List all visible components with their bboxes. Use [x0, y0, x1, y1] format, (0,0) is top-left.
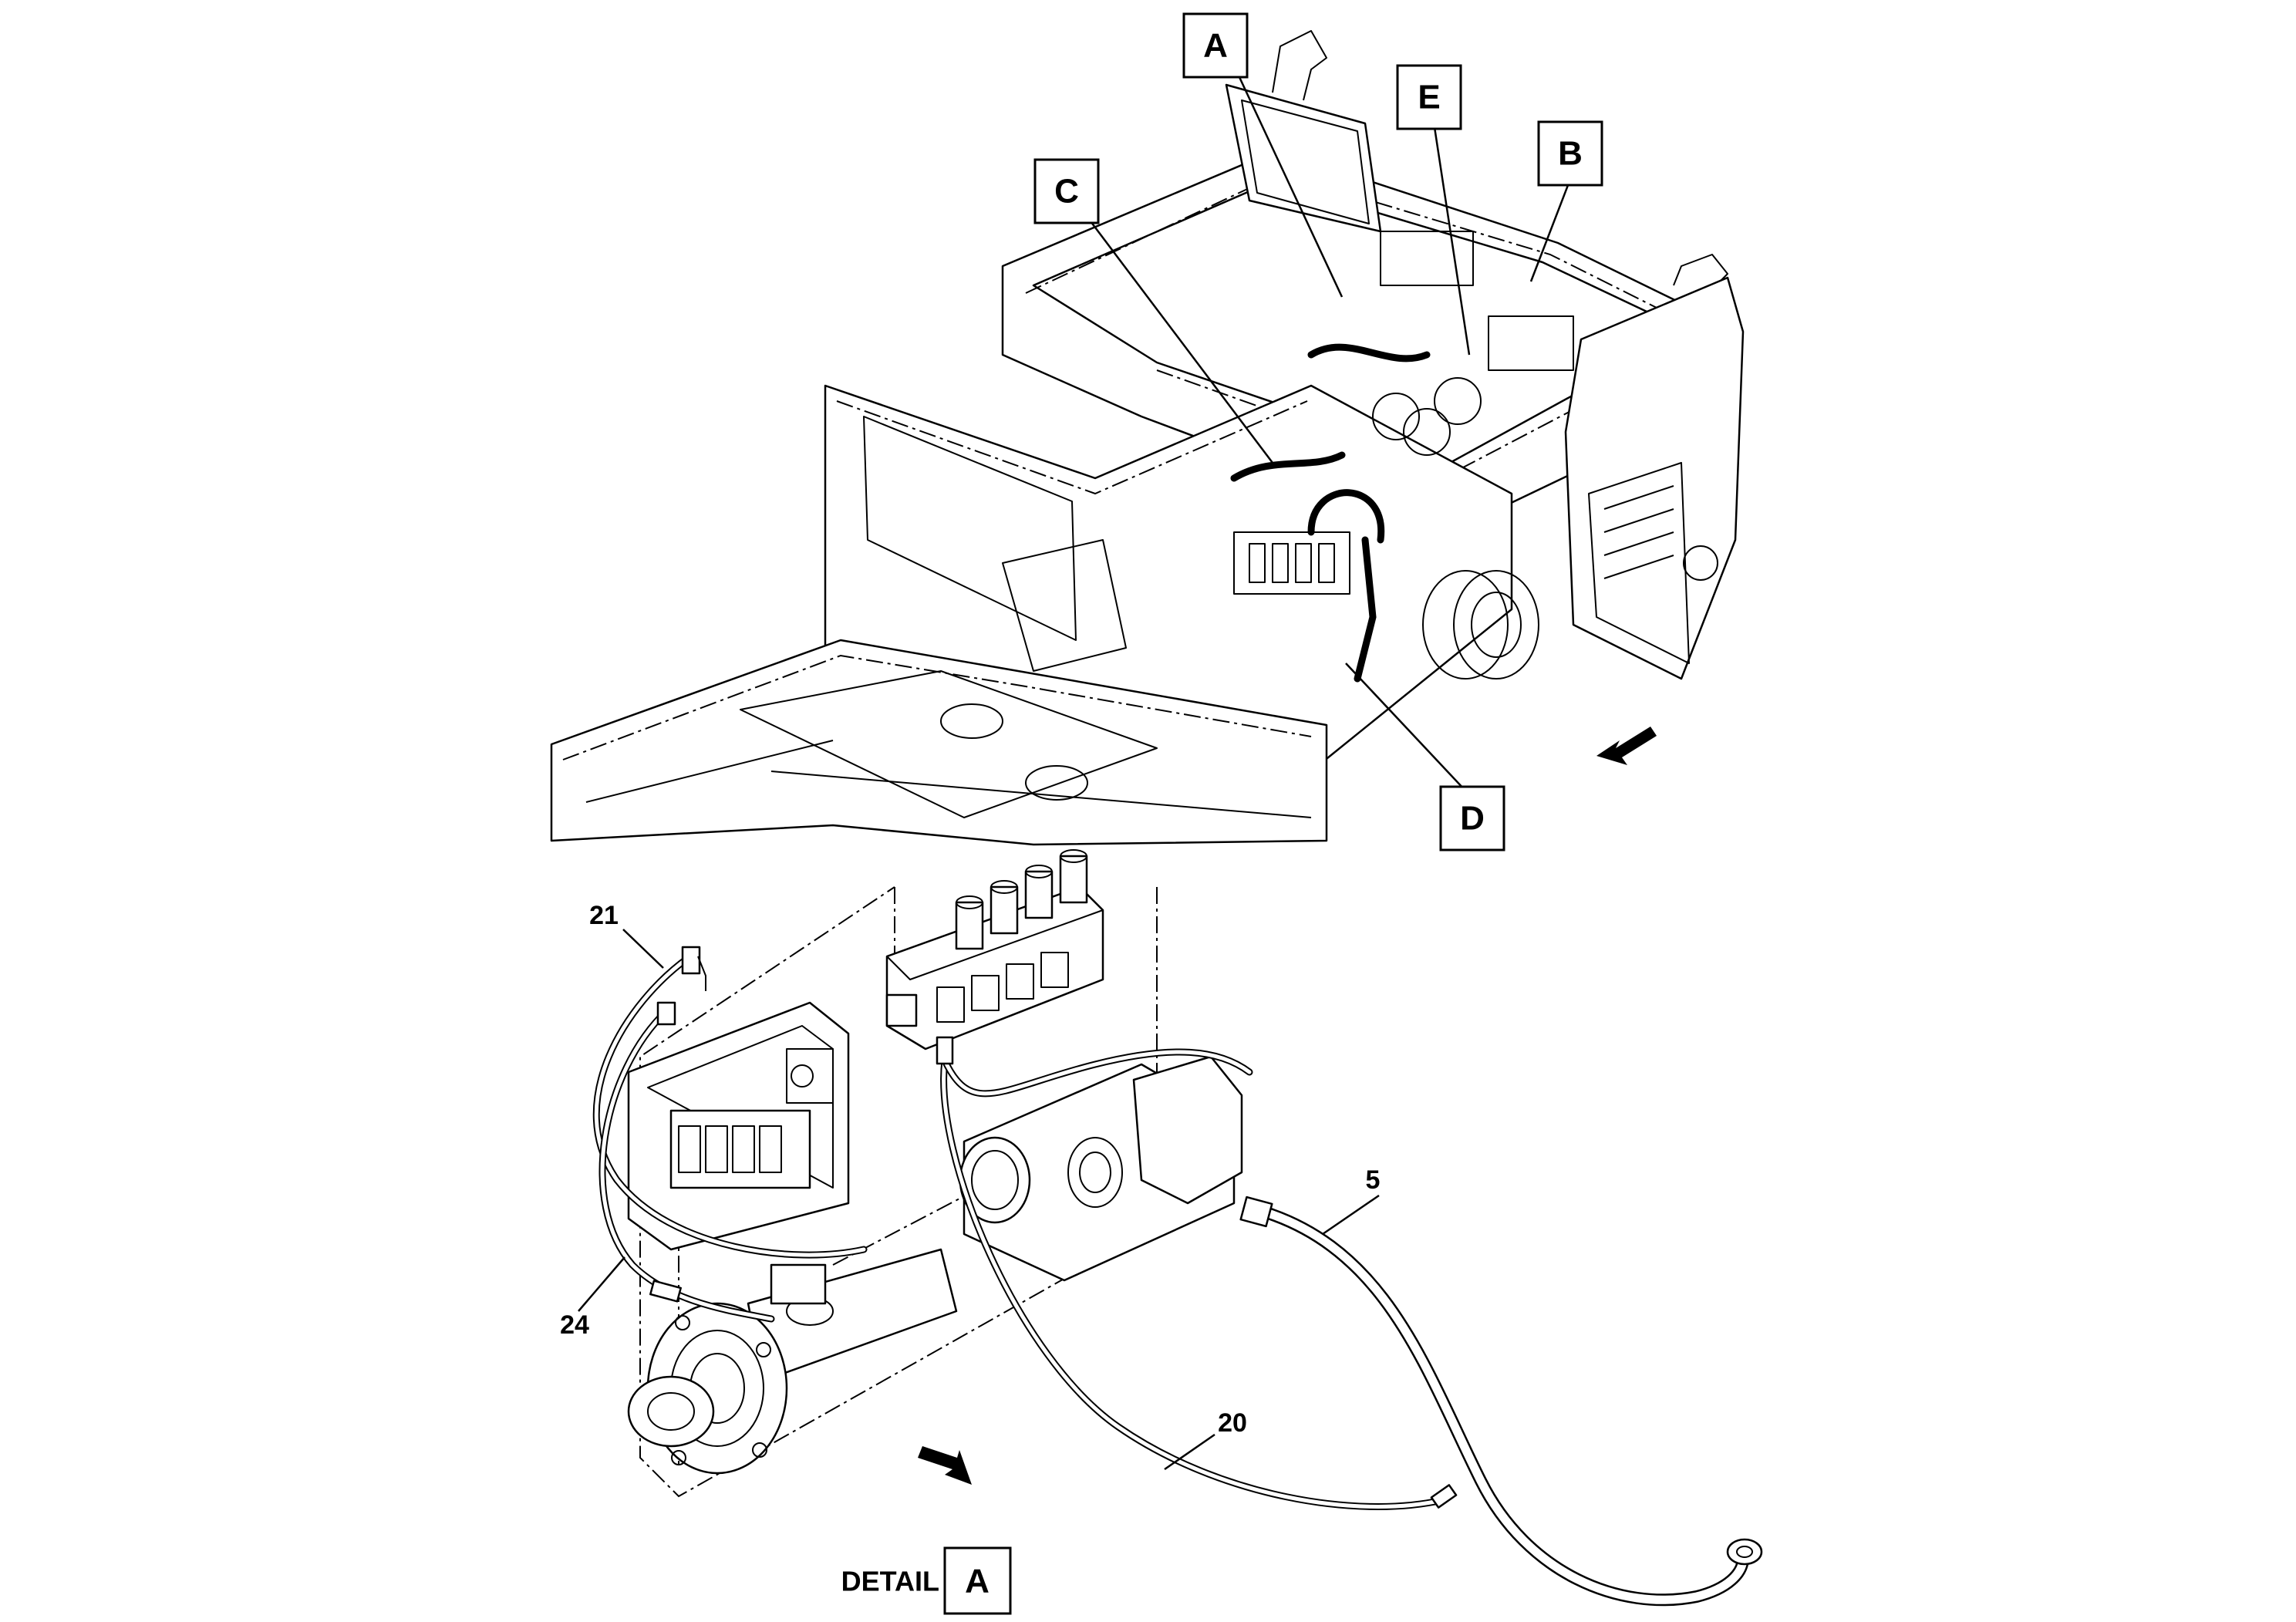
- hose-24: [598, 1001, 775, 1323]
- callout-C-label: C: [1054, 173, 1079, 211]
- callout-A-label: A: [1203, 27, 1228, 65]
- part-24-label: 24: [560, 1310, 589, 1340]
- detail-caption: DETAIL A: [841, 1546, 1012, 1615]
- callout-B: B: [1537, 120, 1603, 187]
- machine-frame-overview: [550, 30, 1745, 846]
- detail-a-assembly: [627, 849, 1243, 1498]
- direction-arrow-icon: [1596, 727, 1657, 765]
- drive-hub: [627, 1302, 788, 1475]
- detail-caption-text: DETAIL: [841, 1566, 939, 1597]
- detail-leaders: [578, 929, 1380, 1471]
- solenoid-valves: [955, 849, 1088, 950]
- hose-20: [936, 1036, 1458, 1510]
- callout-E: E: [1396, 64, 1462, 130]
- detail-caption-ref: A: [965, 1563, 990, 1600]
- callout-C: C: [1033, 158, 1100, 224]
- callout-A: A: [1182, 12, 1249, 79]
- direction-arrow-icon: [918, 1446, 972, 1485]
- callout-D-label: D: [1460, 800, 1485, 838]
- callout-B-label: B: [1558, 135, 1583, 173]
- callout-D: D: [1439, 785, 1505, 851]
- callout-E-label: E: [1418, 79, 1440, 116]
- overview-leaders: [1083, 65, 1571, 791]
- valve-cluster-overview: [1230, 231, 1574, 683]
- part-21-label: 21: [589, 901, 619, 930]
- hose-5: [1239, 1195, 1763, 1607]
- part-5-label: 5: [1366, 1165, 1381, 1195]
- hose-21: [592, 946, 868, 1259]
- part-20-label: 20: [1218, 1408, 1247, 1438]
